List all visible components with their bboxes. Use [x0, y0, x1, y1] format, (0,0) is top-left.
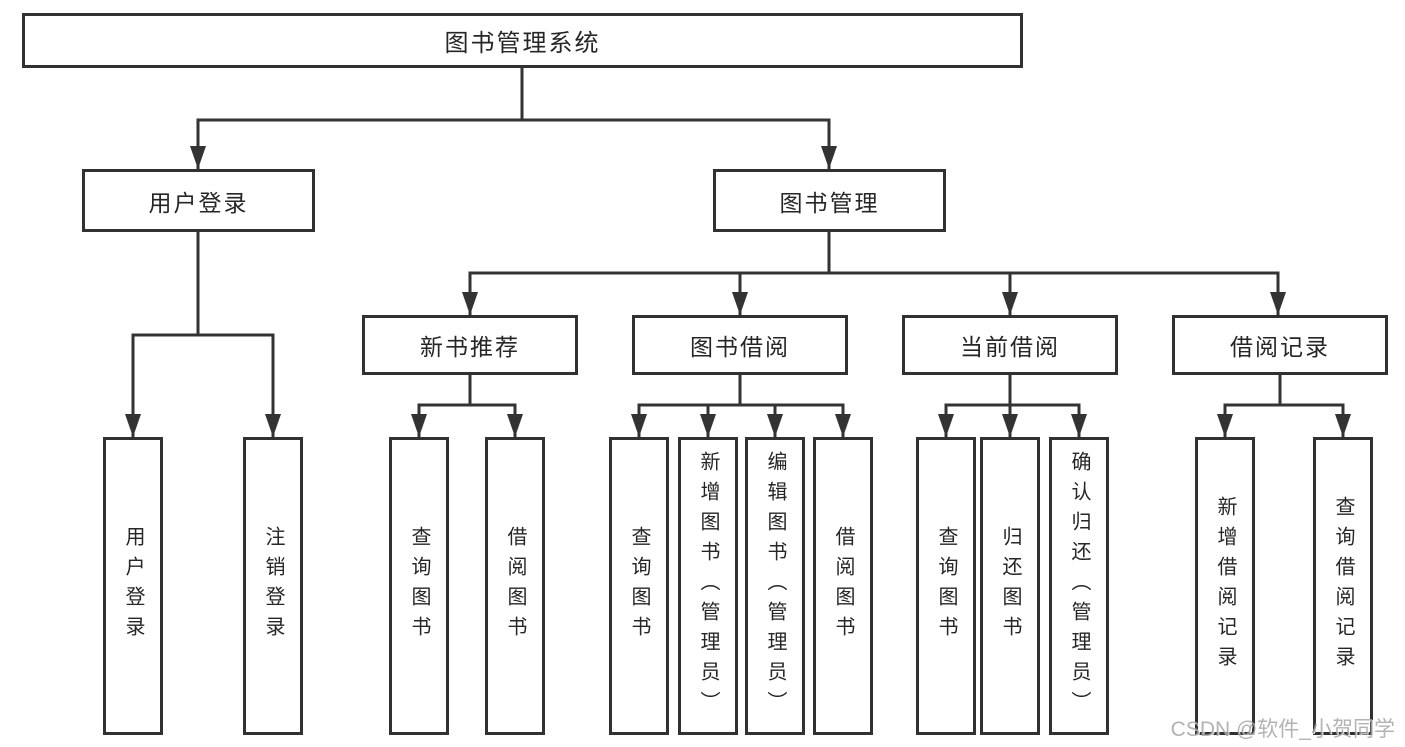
node-label: 查询图书: [628, 526, 650, 646]
node-label: 新增借阅记录: [1214, 496, 1236, 676]
csdn-watermark: CSDN @软件_小贺同学: [1170, 718, 1395, 741]
connector-new-book-recommend-children: [411, 375, 523, 437]
connector-book-management-children: [462, 232, 1286, 315]
node-label: 查询借阅记录: [1332, 496, 1354, 676]
node-label: 新增图书（管理员）: [697, 451, 719, 721]
node-label: 新书推荐: [420, 334, 520, 360]
connector-root-to-level2: [190, 68, 837, 169]
node-label: 编辑图书（管理员）: [764, 451, 786, 721]
node-label: 借阅图书: [504, 526, 526, 646]
node-leaf-borrow-books: 借阅图书: [813, 437, 873, 735]
connector-book-borrow-children: [631, 375, 851, 437]
node-label: 归还图书: [999, 526, 1021, 646]
node-label: 图书借阅: [690, 334, 790, 360]
node-leaf-borrow-books-recommend: 借阅图书: [485, 437, 545, 735]
node-leaf-query-books-borrow: 查询图书: [609, 437, 669, 735]
node-label: 用户登录: [148, 189, 249, 216]
node-book-borrow: 图书借阅: [632, 315, 848, 375]
node-label: 注销登录: [262, 526, 284, 646]
connector-user-login-children: [125, 232, 281, 437]
node-label: 当前借阅: [960, 334, 1060, 360]
node-leaf-confirm-return-admin: 确认归还（管理员）: [1049, 437, 1109, 735]
node-label: 查询图书: [935, 526, 957, 646]
node-borrow-records: 借阅记录: [1172, 315, 1388, 375]
node-label: 借阅记录: [1230, 334, 1330, 360]
node-leaf-add-borrow-record: 新增借阅记录: [1195, 437, 1255, 735]
node-new-book-recommend: 新书推荐: [362, 315, 578, 375]
node-leaf-edit-books-admin: 编辑图书（管理员）: [745, 437, 805, 735]
node-current-borrow: 当前借阅: [902, 315, 1118, 375]
node-book-management: 图书管理: [713, 169, 946, 232]
node-leaf-query-books-current: 查询图书: [916, 437, 976, 735]
node-leaf-query-books-recommend: 查询图书: [389, 437, 449, 735]
node-label: 确认归还（管理员）: [1068, 451, 1090, 721]
node-label: 图书管理系统: [444, 30, 601, 57]
connector-borrow-records-children: [1217, 375, 1351, 437]
node-label: 图书管理: [779, 189, 880, 216]
node-leaf-logout: 注销登录: [243, 437, 303, 735]
node-label: 查询图书: [408, 526, 430, 646]
node-leaf-query-borrow-record: 查询借阅记录: [1313, 437, 1373, 735]
node-leaf-user-login: 用户登录: [103, 437, 163, 735]
node-label: 用户登录: [122, 526, 144, 646]
node-leaf-add-books-admin: 新增图书（管理员）: [678, 437, 738, 735]
node-library-management-system: 图书管理系统: [22, 13, 1023, 68]
connector-current-borrow-children: [938, 375, 1087, 437]
node-label: 借阅图书: [832, 526, 854, 646]
node-user-login: 用户登录: [82, 169, 315, 232]
node-leaf-return-books: 归还图书: [980, 437, 1040, 735]
